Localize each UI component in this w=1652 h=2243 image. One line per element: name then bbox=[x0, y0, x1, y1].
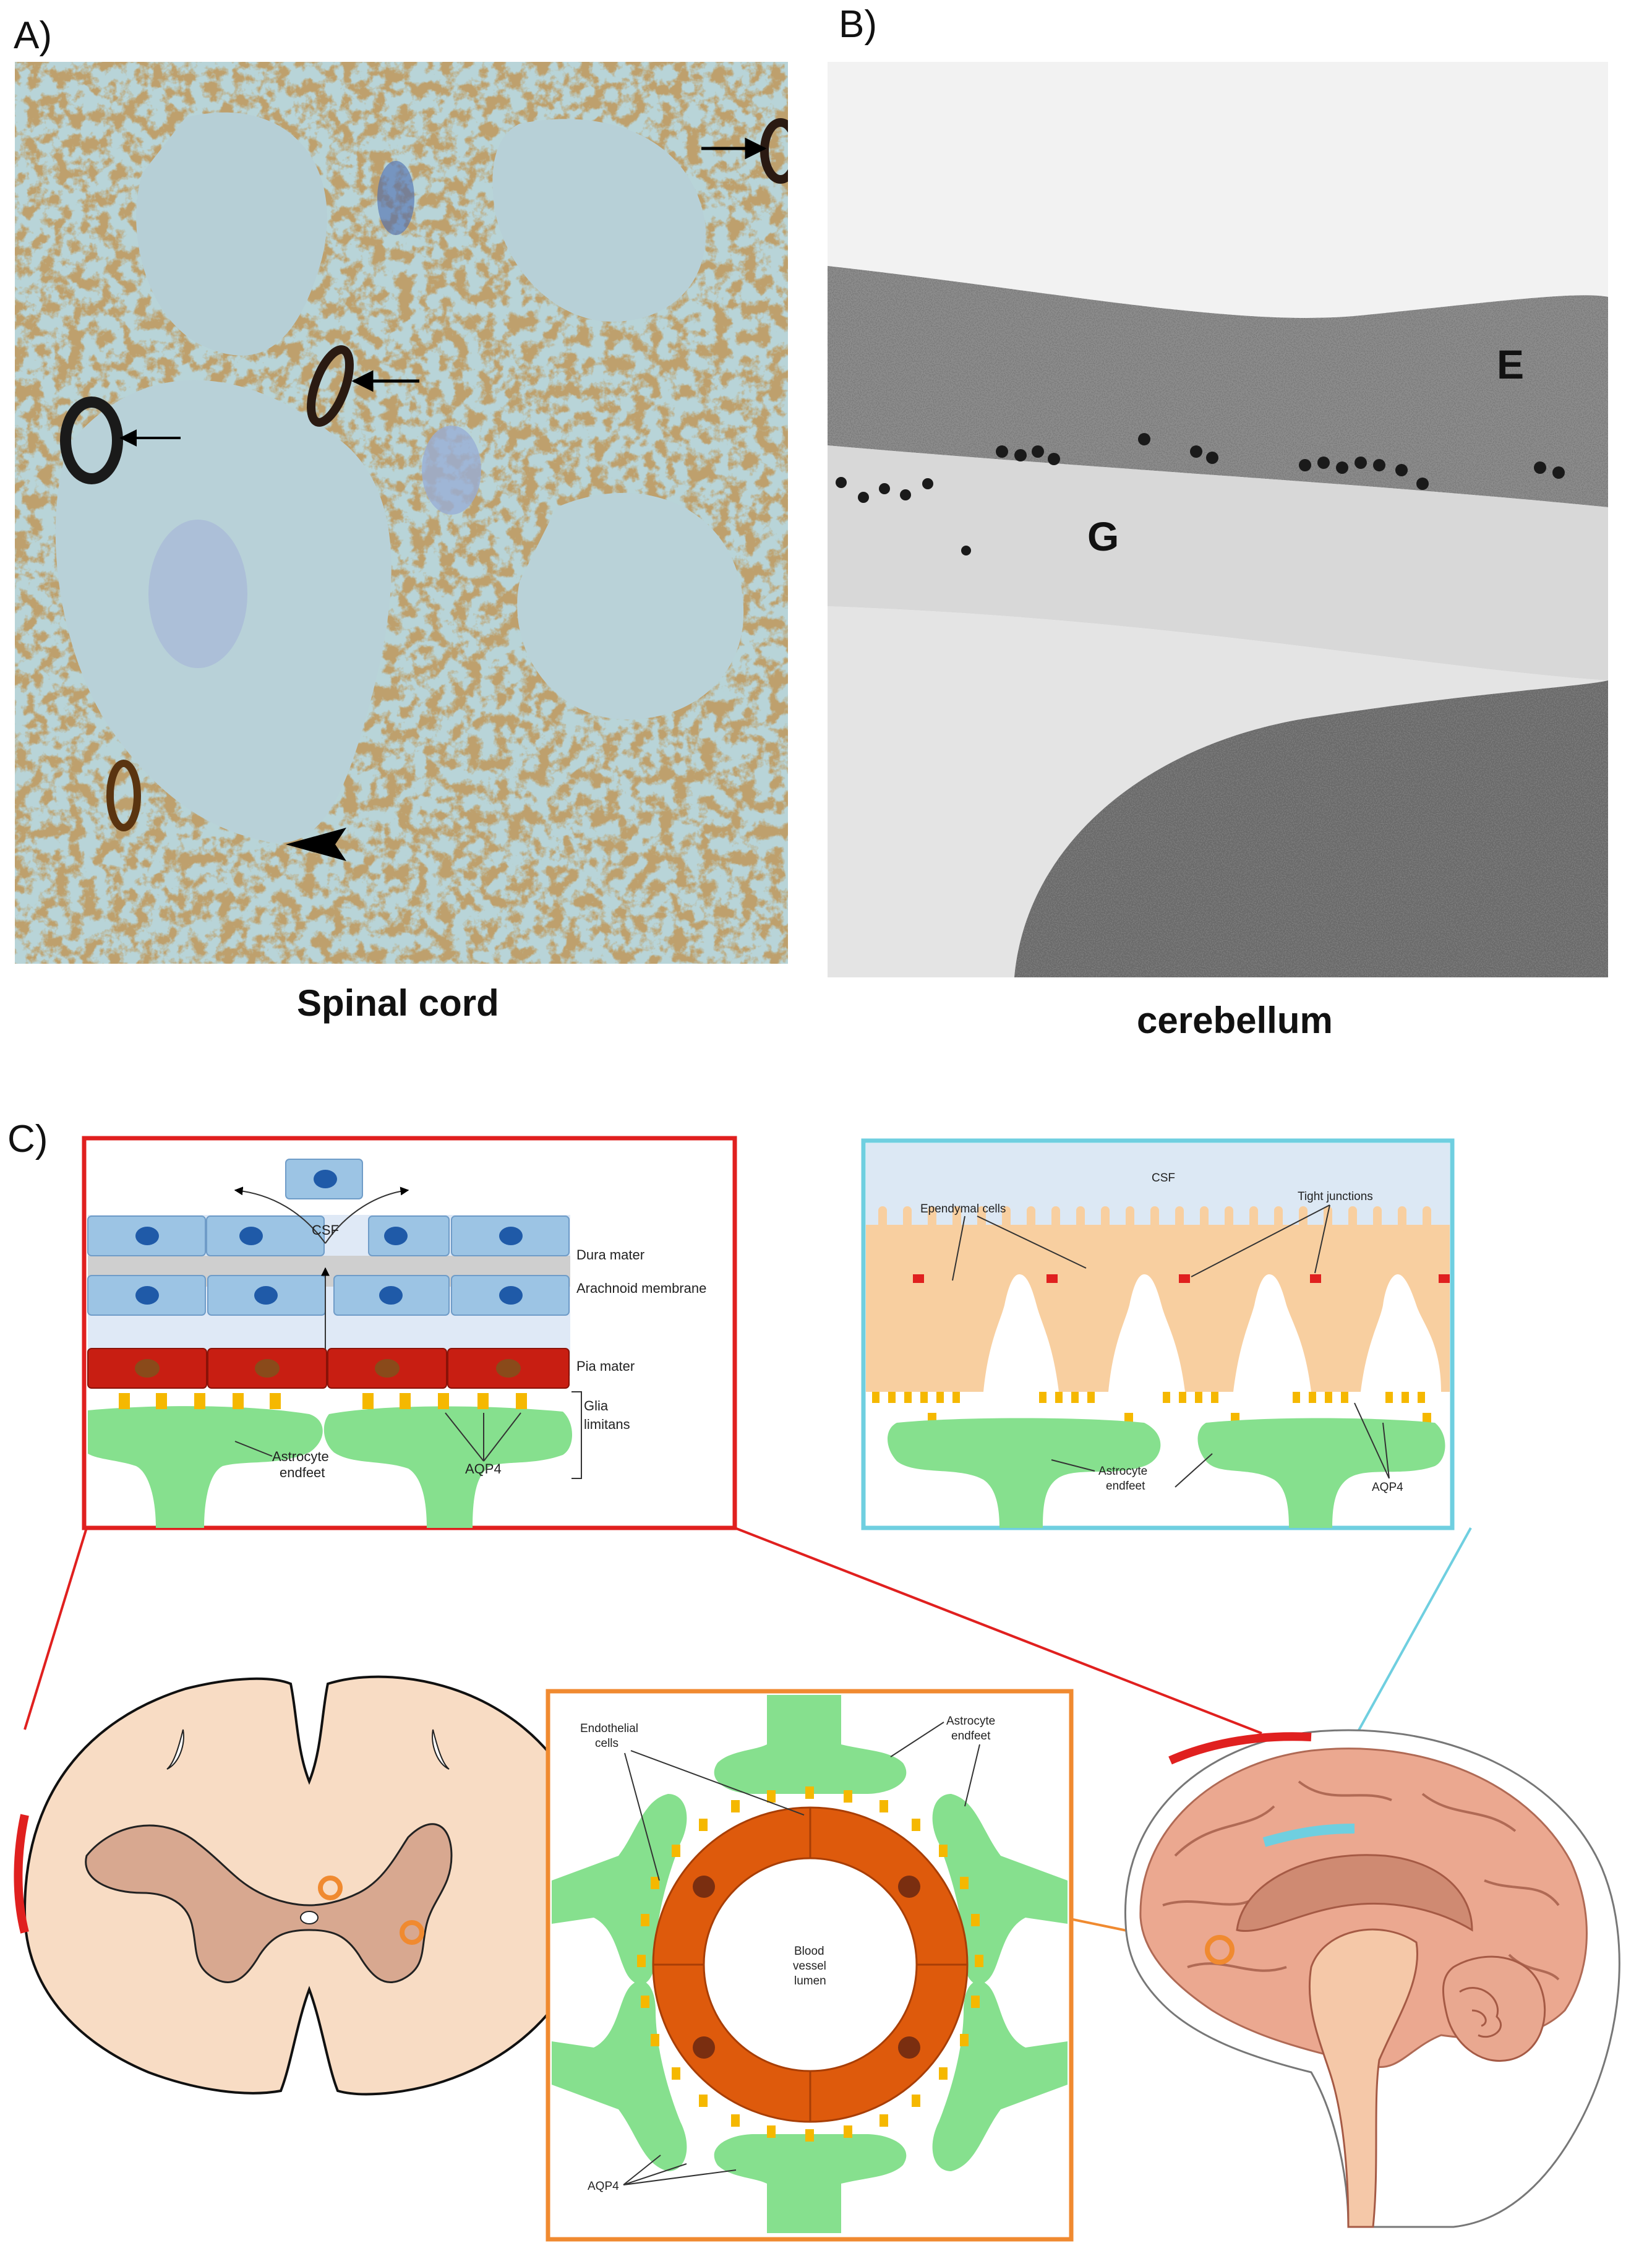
ep-astrocyte-label-2: endfeet bbox=[1106, 1480, 1145, 1493]
brain-meninges-marker bbox=[1168, 1732, 1312, 1765]
vessel-arrows bbox=[119, 137, 767, 861]
glia-bracket bbox=[571, 1391, 582, 1479]
panel-b-caption: cerebellum bbox=[1137, 1000, 1333, 1041]
brain-vessel-marker bbox=[1205, 1935, 1235, 1965]
spinal-cord-micrograph bbox=[15, 62, 788, 964]
csf-label: CSF bbox=[312, 1222, 339, 1238]
dura-label: Dura mater bbox=[576, 1247, 644, 1263]
panel-c-letter: C) bbox=[7, 1118, 48, 1160]
endothelial-label-1: Endothelial bbox=[580, 1722, 638, 1735]
vessel-aqp4-label: AQP4 bbox=[588, 2180, 619, 2193]
panel-a-letter: A) bbox=[14, 14, 52, 57]
ep-aqp4-label: AQP4 bbox=[1372, 1481, 1403, 1494]
panel-b-letter: B) bbox=[839, 3, 877, 46]
spinal-cord-section bbox=[14, 1675, 597, 2096]
glia-label: Glia bbox=[584, 1398, 609, 1413]
tight-junctions bbox=[913, 1274, 1450, 1283]
ependyma-box: CSF Ependymal cells Tight junctions Astr… bbox=[861, 1138, 1455, 1530]
cerebellum-micrograph bbox=[828, 62, 1608, 977]
vesicles bbox=[836, 433, 1565, 555]
lumen-label-3: lumen bbox=[794, 1975, 826, 1988]
pia-label: Pia mater bbox=[576, 1358, 635, 1374]
spinal-meninges-marker bbox=[14, 1814, 29, 1934]
vessel-aqp4 bbox=[637, 1786, 983, 2142]
lumen-label-2: vessel bbox=[793, 1960, 826, 1973]
aqp4-label: AQP4 bbox=[465, 1461, 502, 1477]
limitans-label: limitans bbox=[584, 1417, 630, 1432]
astrocyte-label-1: Astrocyte bbox=[272, 1449, 329, 1464]
vessel-astrocyte-label-2: endfeet bbox=[951, 1730, 991, 1743]
ep-astrocyte-label-1: Astrocyte bbox=[1098, 1465, 1147, 1478]
arachnoid-label: Arachnoid membrane bbox=[576, 1280, 706, 1296]
vessel-astrocyte-label-1: Astrocyte bbox=[946, 1715, 995, 1728]
endothelial-label-2: cells bbox=[595, 1737, 618, 1750]
meninges-box: CSF Dura mater Arachnoid membrane Pia ma… bbox=[82, 1136, 737, 1530]
astrocyte-label-2: endfeet bbox=[280, 1465, 325, 1480]
panel-a-caption: Spinal cord bbox=[297, 982, 499, 1024]
vessel-box: Endothelial cells Astrocyte endfeet Bloo… bbox=[546, 1689, 1074, 2242]
em-label-g: G bbox=[1087, 513, 1119, 559]
brain-section bbox=[1124, 1729, 1620, 2228]
ependymal-cells-label: Ependymal cells bbox=[920, 1203, 1006, 1216]
spinal-vessel-marker-2 bbox=[400, 1920, 424, 1945]
spinal-vessel-marker-1 bbox=[318, 1876, 343, 1900]
arrowhead-marker bbox=[286, 828, 346, 861]
brain-ependyma-marker bbox=[1262, 1824, 1355, 1847]
em-label-e: E bbox=[1497, 341, 1524, 387]
lumen-label-1: Blood bbox=[794, 1945, 824, 1958]
tight-junctions-label: Tight junctions bbox=[1298, 1190, 1373, 1203]
ependyma-csf-label: CSF bbox=[1152, 1172, 1175, 1185]
